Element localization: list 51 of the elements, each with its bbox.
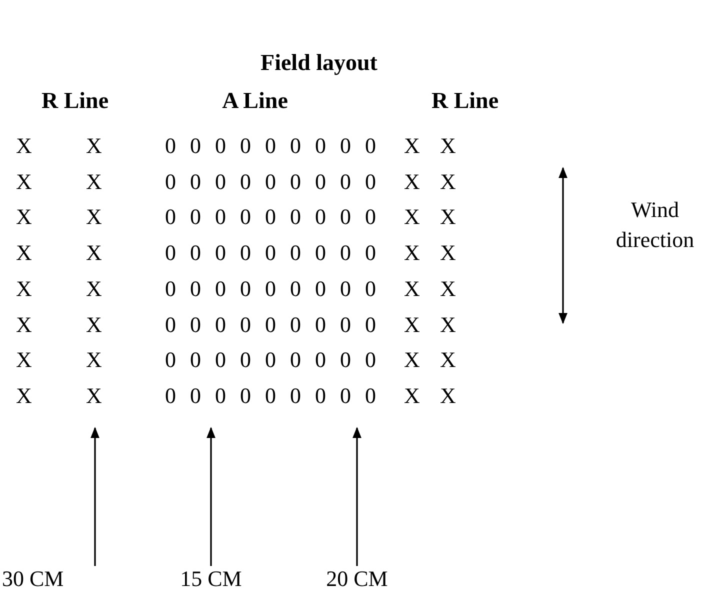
border-plant: X xyxy=(404,240,420,266)
plant-row: 0 0 0 0 0 0 0 0 0 xyxy=(165,240,376,266)
plant-row: 0 0 0 0 0 0 0 0 0 xyxy=(165,312,376,338)
border-plant: X xyxy=(404,312,420,338)
spacing-label: 20 CM xyxy=(317,566,397,592)
plant-row: 0 0 0 0 0 0 0 0 0 xyxy=(165,347,376,374)
border-plant: X xyxy=(404,382,420,409)
plant-row: 0 0 0 0 0 0 0 0 0 xyxy=(165,276,376,302)
arrow xyxy=(206,426,216,566)
border-plant: X xyxy=(440,347,456,374)
border-plant: X xyxy=(86,312,102,338)
border-plant: X xyxy=(16,168,32,195)
border-plant: X xyxy=(404,276,420,302)
spacing-label: 15 CM xyxy=(171,566,251,592)
border-plant: X xyxy=(86,204,102,230)
border-plant: X xyxy=(404,133,420,159)
plant-row: 0 0 0 0 0 0 0 0 0 xyxy=(165,133,376,159)
border-plant: X xyxy=(16,347,32,374)
title: Field layout xyxy=(260,50,378,76)
plant-row: 0 0 0 0 0 0 0 0 0 xyxy=(165,204,376,230)
border-plant: X xyxy=(86,168,102,195)
border-plant: X xyxy=(440,204,456,230)
arrow xyxy=(90,426,100,566)
spacing-label: 30 CM xyxy=(2,566,100,592)
border-plant: X xyxy=(16,312,32,338)
border-plant: X xyxy=(86,276,102,302)
arrow xyxy=(352,426,362,566)
border-plant: X xyxy=(440,382,456,409)
border-plant: X xyxy=(404,347,420,374)
border-plant: X xyxy=(440,168,456,195)
column-header: A Line xyxy=(222,88,288,114)
border-plant: X xyxy=(16,204,32,230)
border-plant: X xyxy=(404,204,420,230)
border-plant: X xyxy=(16,240,32,266)
border-plant: X xyxy=(86,133,102,159)
border-plant: X xyxy=(404,168,420,195)
border-plant: X xyxy=(440,240,456,266)
column-header: R Line xyxy=(41,88,109,114)
plant-row: 0 0 0 0 0 0 0 0 0 xyxy=(165,168,376,195)
border-plant: X xyxy=(16,382,32,409)
wind-label: Wind direction xyxy=(614,196,696,254)
border-plant: X xyxy=(440,133,456,159)
border-plant: X xyxy=(440,312,456,338)
border-plant: X xyxy=(16,133,32,159)
border-plant: X xyxy=(16,276,32,302)
border-plant: X xyxy=(86,347,102,374)
column-header: R Line xyxy=(431,88,499,114)
border-plant: X xyxy=(440,276,456,302)
border-plant: X xyxy=(86,240,102,266)
plant-row: 0 0 0 0 0 0 0 0 0 xyxy=(165,382,376,409)
border-plant: X xyxy=(86,382,102,409)
